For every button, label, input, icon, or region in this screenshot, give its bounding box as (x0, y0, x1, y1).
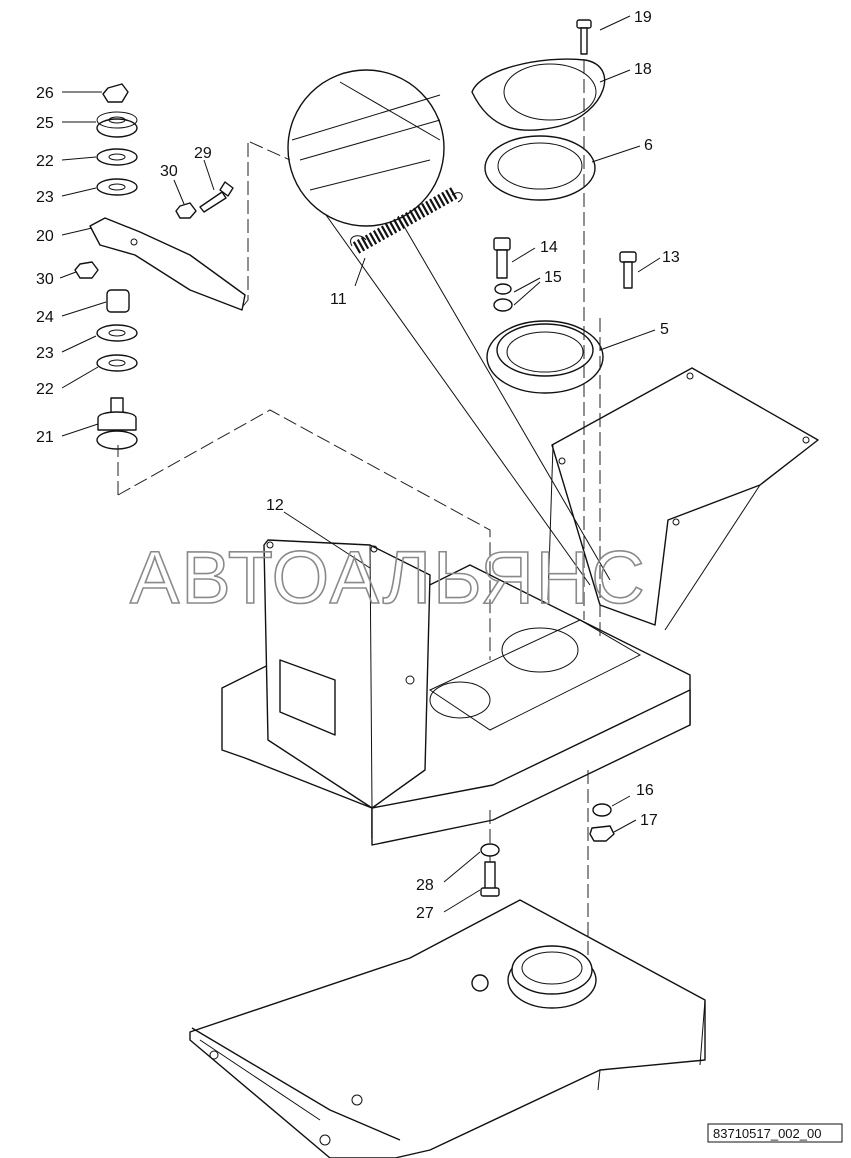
callout-19: 19 (634, 9, 652, 26)
callout-12: 12 (266, 497, 284, 514)
callout-20: 20 (36, 228, 54, 245)
callout-5: 5 (660, 321, 669, 338)
lever-assembly (74, 83, 491, 660)
callout-22-upper: 22 (36, 153, 54, 170)
callout-23-lower: 23 (36, 345, 54, 362)
callout-27: 27 (416, 905, 434, 922)
spring-detail-view (249, 69, 611, 586)
leader-lines (59, 15, 661, 913)
chassis-plate (189, 899, 706, 1158)
callout-30-upper: 30 (160, 163, 178, 180)
main-frame (221, 367, 819, 846)
drawing-code: 83710517_002_00 (713, 1126, 821, 1141)
callout-21: 21 (36, 429, 54, 446)
callout-13: 13 (662, 249, 680, 266)
callout-11: 11 (330, 291, 347, 308)
callout-28: 28 (416, 877, 434, 894)
callout-17: 17 (640, 812, 658, 829)
callout-30-lower: 30 (36, 271, 54, 288)
callout-24: 24 (36, 309, 54, 326)
callout-labels: 19 18 6 14 15 13 5 26 25 22 23 20 30 29 … (36, 9, 680, 922)
ring-assembly (471, 19, 637, 960)
watermark-text: АВТОАЛЬЯНС (130, 536, 647, 619)
callout-26: 26 (36, 85, 54, 102)
callout-15: 15 (544, 269, 562, 286)
callout-23-upper: 23 (36, 189, 54, 206)
callout-29: 29 (194, 145, 212, 162)
callout-25: 25 (36, 115, 54, 132)
drawing-code-box: 83710517_002_00 (707, 1123, 843, 1143)
tension-spring-11 (350, 186, 463, 254)
callout-18: 18 (634, 61, 652, 78)
callout-22-lower: 22 (36, 381, 54, 398)
callout-6: 6 (644, 137, 653, 154)
callout-14: 14 (540, 239, 558, 256)
callout-16: 16 (636, 782, 654, 799)
